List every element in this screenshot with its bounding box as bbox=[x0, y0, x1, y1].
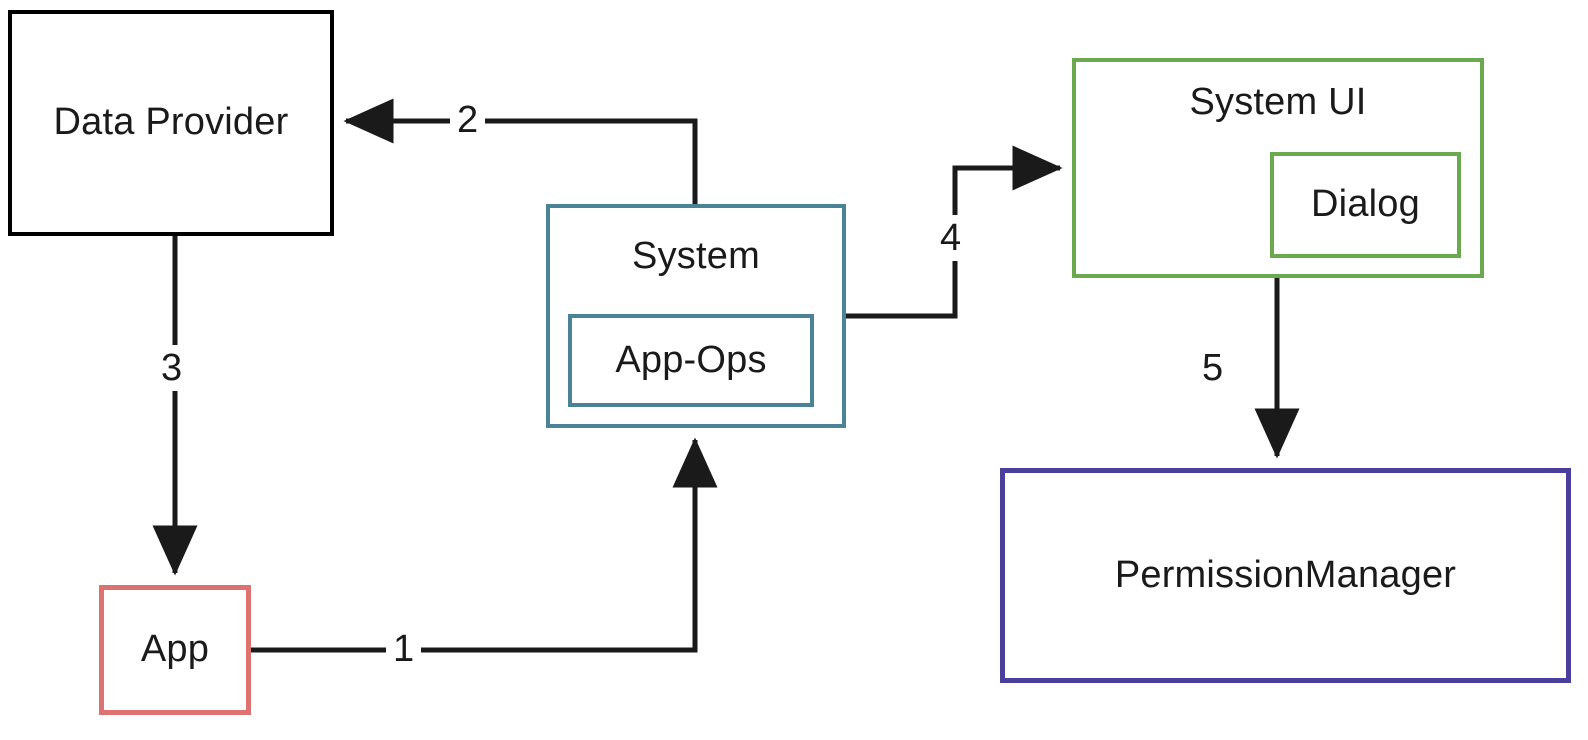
node-app-label: App bbox=[140, 628, 210, 671]
node-system-label: System bbox=[632, 235, 760, 277]
edge-1-path bbox=[251, 437, 718, 653]
node-permission-manager-label: PermissionManager bbox=[1114, 553, 1457, 596]
node-dialog[interactable]: Dialog bbox=[1270, 152, 1461, 258]
node-dialog-label: Dialog bbox=[1311, 183, 1420, 226]
node-data-provider-label: Data Provider bbox=[53, 101, 289, 144]
edge-label-5: 5 bbox=[1202, 347, 1224, 389]
node-app-ops[interactable]: App-Ops bbox=[568, 314, 814, 407]
node-app-ops-label: App-Ops bbox=[615, 338, 767, 381]
node-app[interactable]: App bbox=[99, 585, 251, 715]
edge-2-path bbox=[343, 98, 698, 204]
node-system-ui-label: System UI bbox=[1189, 81, 1367, 123]
edge-label-4: 4 bbox=[934, 215, 968, 261]
edge-label-3: 3 bbox=[155, 345, 189, 391]
node-data-provider[interactable]: Data Provider bbox=[8, 10, 334, 236]
edge-label-2: 2 bbox=[450, 101, 486, 139]
edge-label-1: 1 bbox=[386, 630, 422, 668]
node-permission-manager[interactable]: PermissionManager bbox=[1000, 468, 1571, 683]
